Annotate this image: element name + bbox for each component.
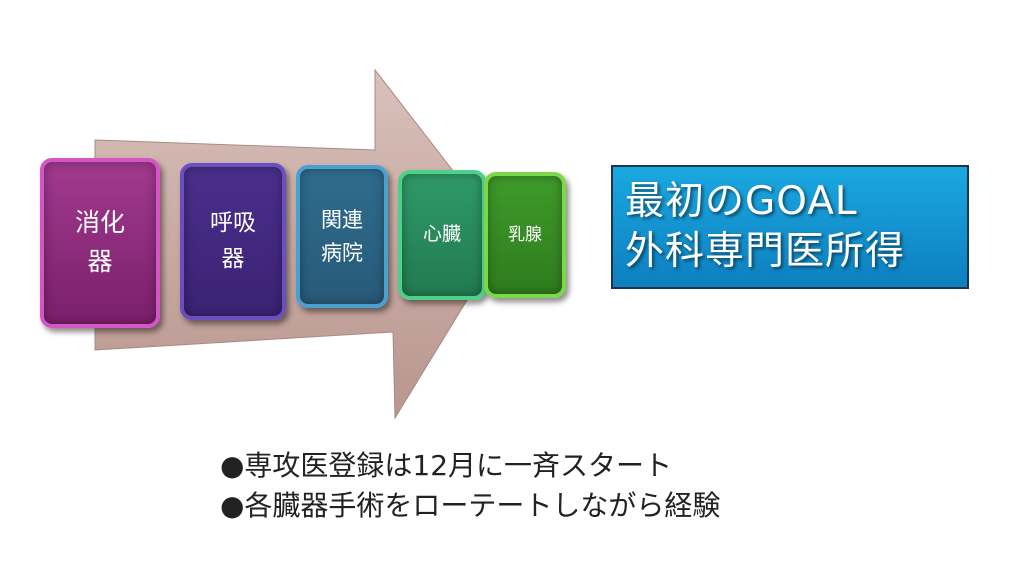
step-respiratory: 呼吸 器 [180, 163, 286, 320]
step-heart-label: 心臓 [422, 223, 461, 246]
bullet-list: ●専攻医登録は12月に一斉スタート ●各臓器手術をローテートしながら経験 [220, 446, 720, 526]
bullet-item: ●各臓器手術をローテートしながら経験 [220, 489, 721, 522]
goal-box: 最初のGOAL 外科専門医所得 [611, 165, 969, 289]
step-respiratory-line-2: 器 [221, 245, 245, 272]
step-digestive: 消化 器 [40, 158, 160, 328]
step-breast-label: 乳腺 [508, 224, 542, 245]
bullet-item: ●専攻医登録は12月に一斉スタート [220, 449, 673, 482]
step-related-hospital-line-2: 病院 [321, 240, 363, 265]
step-respiratory-line-1: 呼吸 [210, 209, 256, 236]
step-heart: 心臓 [398, 170, 486, 300]
step-digestive-line-1: 消化 [74, 208, 125, 238]
step-breast: 乳腺 [484, 172, 566, 298]
goal-line-1: 最初のGOAL [625, 179, 858, 224]
step-related-hospital-line-1: 関連 [321, 207, 363, 232]
step-digestive-line-2: 器 [87, 247, 113, 276]
step-related-hospital: 関連 病院 [296, 165, 388, 308]
goal-line-2: 外科専門医所得 [625, 229, 906, 274]
